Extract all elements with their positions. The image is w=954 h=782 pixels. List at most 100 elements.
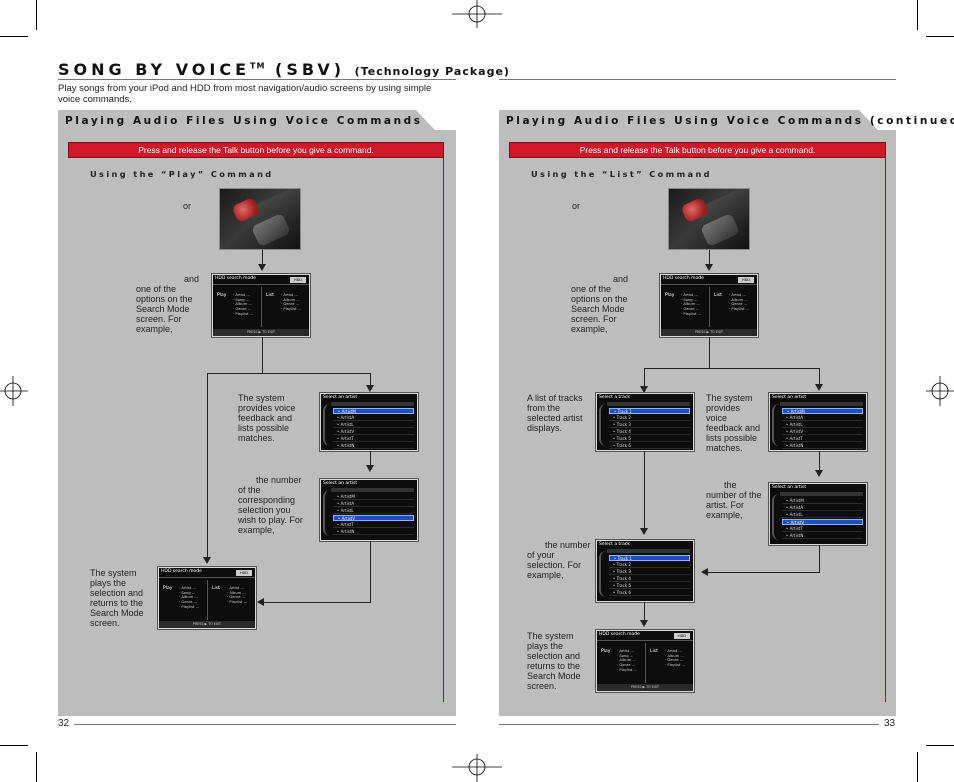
list-header: Select a track: [599, 395, 630, 400]
list-item[interactable]: ‣ Track 1: [609, 408, 690, 414]
right-tab: [499, 110, 879, 131]
hdd-badge: HDD: [290, 277, 306, 283]
list-subbar: [780, 492, 863, 496]
list-item[interactable]: ‣ Track 2: [609, 415, 690, 421]
play-label: Play: [163, 586, 173, 591]
screen-footer: PRESS ▶ TO EXIT: [213, 329, 309, 336]
connector: [207, 373, 208, 559]
arrow-down-icon: [366, 465, 374, 472]
title-tm: TM: [250, 61, 266, 71]
list-item[interactable]: ‣ ArtistM: [782, 408, 863, 414]
page-title: SONG BY VOICETM (SBV) (Technology Packag…: [58, 60, 510, 79]
list-item[interactable]: ‣ ArtistL: [333, 422, 414, 428]
search-mode-screen-result: HDD search mode HDD Play · Artist ... · …: [158, 567, 256, 629]
right-list-tracks: A list of tracks from the selected artis…: [527, 393, 583, 433]
intro-text: Play songs from your iPod and HDD from m…: [58, 83, 432, 105]
list-item[interactable]: ‣ ArtistT: [782, 436, 863, 442]
list-item[interactable]: ‣ ArtistA: [782, 505, 863, 511]
list-item[interactable]: ‣ ArtistN: [333, 443, 414, 449]
list-item[interactable]: ‣ ArtistM: [333, 408, 414, 414]
play-options: · Artist ... · Song ... · Album ... · Ge…: [681, 293, 702, 316]
list-item[interactable]: ‣ Track 5: [609, 583, 690, 589]
list-options: · Artist ... · Album ... · Genre ... · P…: [665, 649, 686, 668]
list-header: Select an artist: [772, 395, 807, 400]
list-item[interactable]: ‣ ArtistA: [333, 501, 414, 507]
arrow-down-icon: [640, 620, 648, 627]
list-item[interactable]: ‣ ArtistL: [333, 508, 414, 514]
left-the-number: the number of the corresponding selectio…: [238, 475, 303, 535]
list-item[interactable]: ‣ ArtistT: [333, 522, 414, 528]
list-options: · Artist ... · Album ... · Genre ... · P…: [281, 293, 302, 312]
page-number-left: 32: [58, 718, 70, 729]
list-label: List: [650, 649, 658, 654]
crop-mark: [36, 0, 37, 30]
hdd-badge: HDD: [236, 570, 252, 576]
list-item[interactable]: ‣ Track 4: [609, 576, 690, 582]
arrow-down-icon: [640, 528, 648, 535]
left-section-heading: Using the “Play” Command: [90, 169, 274, 179]
list-item[interactable]: ‣ Track 5: [609, 436, 690, 442]
list-item[interactable]: ‣ Track 6: [609, 590, 690, 596]
track-list-screen-selected: Select a track‣ Track 1‣ Track 2‣ Track …: [596, 540, 694, 602]
title-rule-right: [499, 79, 896, 80]
list-item[interactable]: ‣ Track 3: [609, 422, 690, 428]
list-subbar: [331, 488, 414, 492]
play-label: Play: [665, 293, 675, 298]
list-item[interactable]: ‣ ArtistA: [333, 415, 414, 421]
list-item[interactable]: ‣ ArtistA: [782, 415, 863, 421]
connector: [262, 337, 263, 374]
list-item[interactable]: ‣ Track 3: [609, 569, 690, 575]
list-item[interactable]: ‣ ArtistV: [333, 515, 414, 521]
title-sub: (Technology Package): [354, 65, 510, 78]
list-item[interactable]: ‣ Track 6: [609, 443, 690, 449]
connector: [709, 337, 710, 369]
list-item[interactable]: ‣ ArtistL: [782, 512, 863, 518]
list-item[interactable]: ‣ ArtistM: [333, 494, 414, 500]
arrow-down-icon: [640, 386, 648, 393]
play-label: Play: [217, 293, 227, 298]
list-scroll-arc: [323, 404, 330, 446]
connector: [644, 451, 645, 531]
left-and-text: and one of the options on the Search Mod…: [136, 274, 200, 334]
list-item[interactable]: ‣ ArtistL: [782, 422, 863, 428]
title-rule: [58, 79, 456, 80]
screen-footer: PRESS ▶ TO EXIT: [597, 684, 693, 691]
screen-footer: PRESS ▶ TO EXIT: [661, 329, 757, 336]
list-item[interactable]: ‣ ArtistM: [782, 498, 863, 504]
list-item[interactable]: ‣ ArtistV: [333, 429, 414, 435]
arrow-down-icon: [815, 384, 823, 391]
connector: [207, 373, 371, 374]
crop-mark: [36, 752, 37, 782]
track-list-screen: Select a track‣ Track 1‣ Track 2‣ Track …: [596, 393, 694, 451]
list-item[interactable]: ‣ Track 2: [609, 562, 690, 568]
hdd-badge: HDD: [674, 633, 690, 639]
right-the-number-sel: the number of your selection. For exampl…: [527, 540, 591, 580]
list-scroll-arc: [599, 551, 606, 597]
screen-header: HDD search mode: [215, 276, 256, 281]
right-vertical-guide: [885, 158, 886, 702]
registration-mark-left: [0, 376, 28, 406]
list-item[interactable]: ‣ ArtistN: [333, 529, 414, 535]
list-item[interactable]: ‣ ArtistV: [782, 429, 863, 435]
list-item[interactable]: ‣ ArtistN: [782, 533, 863, 539]
list-item[interactable]: ‣ Track 1: [609, 555, 690, 561]
search-mode-screen: HDD search mode HDD Play · Artist ... · …: [212, 274, 310, 337]
screen-footer: PRESS ▶ TO EXIT: [159, 621, 255, 628]
list-subbar: [607, 549, 690, 553]
right-plays: The system plays the selection and retur…: [527, 631, 581, 691]
list-item[interactable]: ‣ ArtistT: [333, 436, 414, 442]
talk-button-photo: [219, 188, 301, 250]
left-tab: [58, 110, 436, 131]
list-item[interactable]: ‣ ArtistN: [782, 443, 863, 449]
search-mode-screen-result: HDD search mode HDD Play · Artist ... · …: [596, 630, 694, 692]
hdd-badge: HDD: [738, 277, 754, 283]
list-item[interactable]: ‣ ArtistV: [782, 519, 863, 525]
list-item[interactable]: ‣ Track 4: [609, 429, 690, 435]
list-label: List: [212, 586, 220, 591]
list-scroll-arc: [772, 404, 779, 446]
list-subbar: [607, 402, 690, 406]
left-plays: The system plays the selection and retur…: [90, 568, 144, 628]
list-item[interactable]: ‣ ArtistT: [782, 526, 863, 532]
artist-list-screen: Select an artist‣ ArtistM‣ ArtistA‣ Arti…: [320, 393, 418, 451]
crop-mark: [926, 36, 954, 37]
